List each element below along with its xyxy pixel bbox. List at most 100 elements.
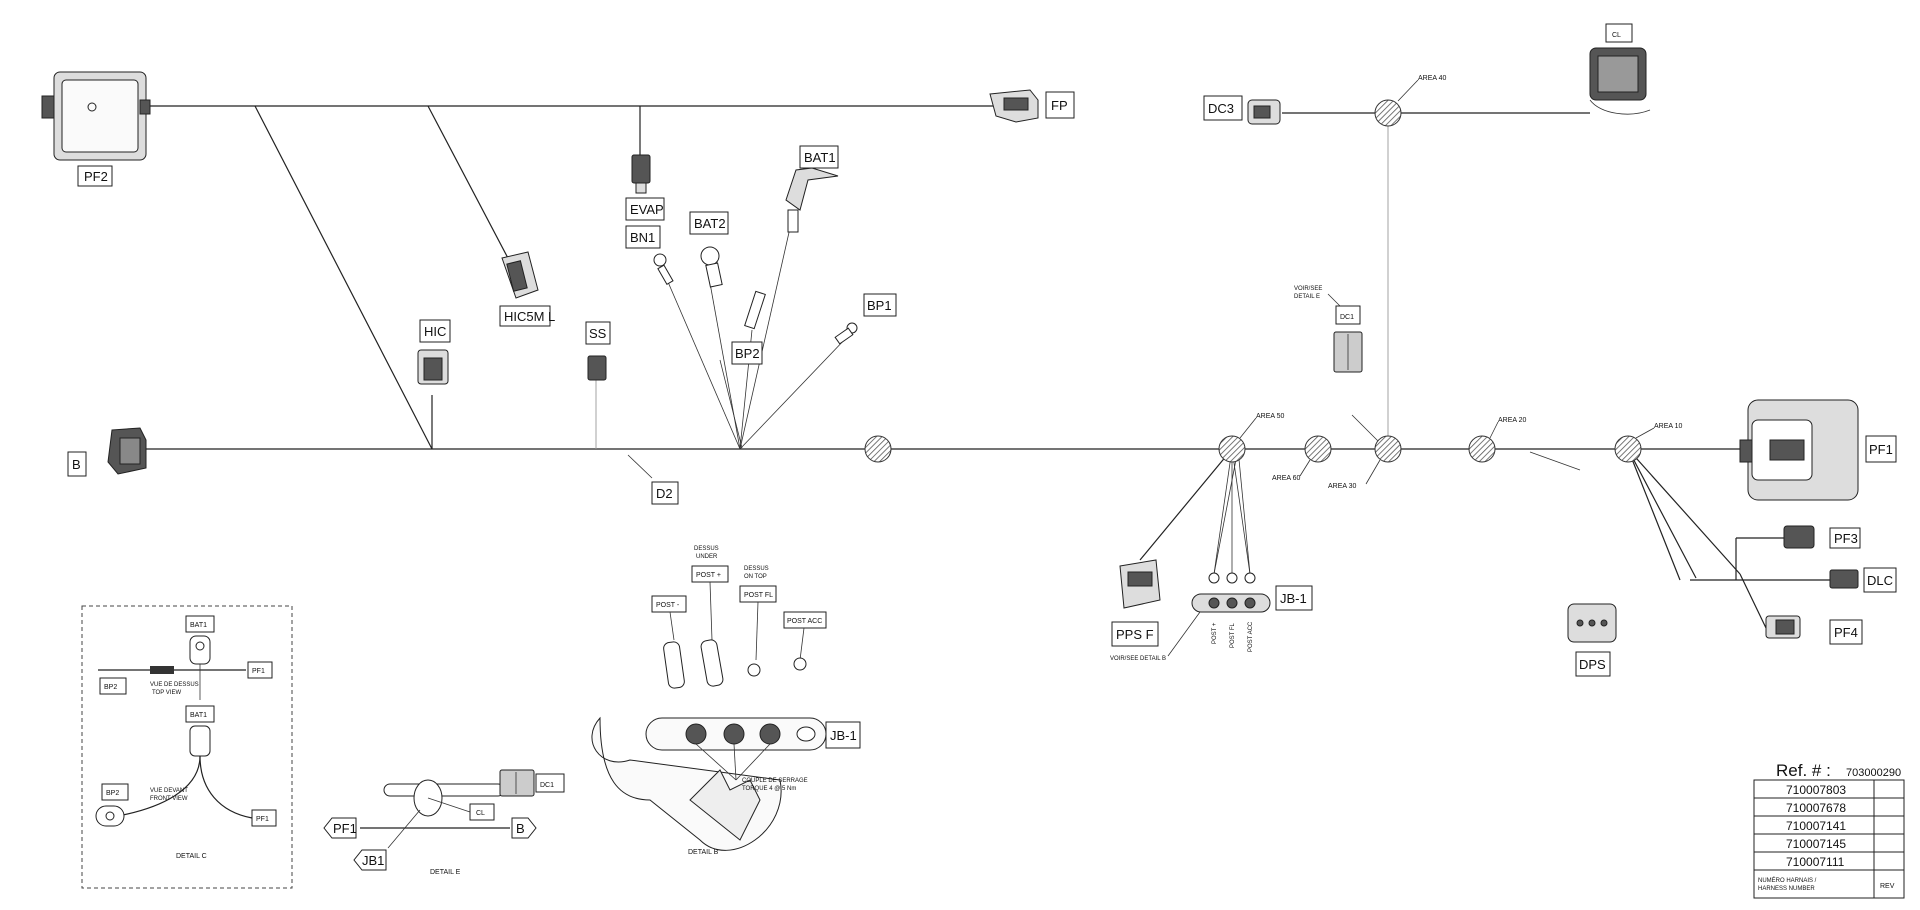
- detail-e-dc1: DC1: [540, 782, 554, 789]
- area-50-spot: [1218, 435, 1246, 463]
- area-10-label: AREA 10: [1654, 423, 1683, 430]
- label-bat2: BAT2: [694, 216, 726, 231]
- ref-row: 710007141: [1786, 819, 1846, 833]
- area-60-label: AREA 60: [1272, 475, 1301, 482]
- label-evap: EVAP: [630, 202, 664, 217]
- ref-label: Ref. # :: [1776, 761, 1831, 780]
- label-fp: FP: [1051, 98, 1068, 113]
- label-d2: D2: [656, 486, 673, 501]
- dps-connector: [1567, 603, 1617, 643]
- label-dps: DPS: [1579, 657, 1606, 672]
- label-bp1: BP1: [867, 298, 892, 313]
- ref-rev: REV: [1880, 883, 1895, 890]
- ref-row: 710007678: [1786, 801, 1846, 815]
- post-plus-note: POST +: [1212, 622, 1218, 644]
- detail-b-under-1: DESSUS: [694, 546, 719, 552]
- area-markers: AREA 40 AREA 50 AREA 60 AREA 30 AREA 20 …: [864, 75, 1683, 490]
- post-acc-note: POST ACC: [1248, 621, 1254, 652]
- dc3-connector: [1247, 99, 1281, 125]
- detail-e-jb1: JB1: [362, 853, 384, 868]
- detail-c-pf1-top: PF1: [252, 668, 265, 675]
- bp1-terminal: [834, 322, 858, 345]
- area-40-spot: [1374, 99, 1402, 127]
- pf2-connector: [41, 71, 151, 161]
- bp2-terminal: [744, 290, 766, 330]
- detail-b-ontop-1: DESSUS: [744, 566, 769, 572]
- detail-c-bp2-front: BP2: [106, 790, 119, 797]
- label-dlc: DLC: [1867, 573, 1893, 588]
- detail-b-under-2: UNDER: [696, 554, 718, 560]
- detail-c-front-view-1: VUE DEVANT: [150, 788, 188, 794]
- label-dc1: DC1: [1340, 314, 1354, 321]
- ref-footer-2: HARNESS NUMBER: [1758, 886, 1815, 892]
- ref-footer-1: NUMÉRO HARNAIS /: [1758, 877, 1817, 884]
- detail-b: DESSUS UNDER DESSUS ON TOP POST + POST -…: [591, 546, 861, 856]
- area-30-label: AREA 30: [1328, 483, 1357, 490]
- post-fl-note: POST FL: [1230, 622, 1236, 648]
- see-detail-b-note: VOIR/SEE DETAIL B: [1110, 656, 1166, 662]
- detail-b-torque-1: COUPLE DE SERRAGE: [742, 778, 808, 784]
- detail-c-front-view-2: FRONT VIEW: [150, 796, 188, 802]
- detail-e-title: DETAIL E: [430, 869, 461, 876]
- label-hic: HIC: [424, 324, 446, 339]
- label-pf1: PF1: [1869, 442, 1893, 457]
- label-bat1: BAT1: [804, 150, 836, 165]
- pf3-connector: [1783, 525, 1815, 549]
- label-pf4: PF4: [1834, 625, 1858, 640]
- detail-c-pf1-front: PF1: [256, 816, 269, 823]
- dlc-connector: [1829, 569, 1859, 589]
- label-ss: SS: [589, 326, 607, 341]
- main-wires: [142, 105, 1830, 629]
- pf1-connector: [1739, 399, 1859, 501]
- area-30-spot: [1374, 435, 1402, 463]
- area-10-spot: [1614, 435, 1642, 463]
- detail-c-top-view-2: TOP VIEW: [152, 690, 181, 696]
- detail-e-pf1: PF1: [333, 821, 357, 836]
- trunk-spot: [864, 435, 892, 463]
- bn1-terminal: [653, 253, 674, 285]
- label-pf2: PF2: [84, 169, 108, 184]
- detail-e: DC1 CL PF1 B JB1 DETAIL E: [323, 769, 565, 876]
- jb1-block: [1191, 572, 1271, 613]
- label-pf3: PF3: [1834, 531, 1858, 546]
- ref-number: 703000290: [1846, 767, 1901, 779]
- detail-c-bat1-top: BAT1: [190, 622, 207, 629]
- detail-b-post-plus: POST +: [696, 572, 721, 579]
- ref-row: 710007111: [1786, 855, 1845, 869]
- fp-connector: [989, 89, 1039, 123]
- detail-c-bp2-top: BP2: [104, 684, 117, 691]
- detail-b-post-fl: POST FL: [744, 592, 773, 599]
- detail-b-ontop-2: ON TOP: [744, 574, 767, 580]
- detail-b-jb1: JB-1: [830, 728, 857, 743]
- detail-b-post-minus: POST -: [656, 602, 680, 609]
- pf4-connector: [1765, 615, 1801, 639]
- label-pps-f: PPS F: [1116, 627, 1154, 642]
- ref-row: 710007145: [1786, 837, 1846, 851]
- label-hic5m: HIC5M L: [504, 309, 555, 324]
- area-60-spot: [1304, 435, 1332, 463]
- area-20-label: AREA 20: [1498, 417, 1527, 424]
- area-40-label: AREA 40: [1418, 75, 1447, 82]
- cl-connector: [1589, 47, 1651, 115]
- see-detail-e-line2: DETAIL E: [1294, 294, 1320, 300]
- label-dc3: DC3: [1208, 101, 1234, 116]
- dc1-connector: [1333, 331, 1363, 373]
- detail-c: BAT1 PF1 BP2 VUE DE DESSUS TOP VIEW BAT1…: [81, 605, 293, 889]
- label-bn1: BN1: [630, 230, 655, 245]
- connector-labels: PF2 FP B HIC HIC5M L EVAP BAT1 BN1 BAT2 …: [67, 23, 1897, 677]
- detail-c-title: DETAIL C: [176, 853, 207, 860]
- area-50-label: AREA 50: [1256, 413, 1285, 420]
- reference-table: Ref. # : 703000290 710007803 710007678 7…: [1753, 761, 1905, 899]
- ss-connector: [587, 355, 607, 381]
- detail-e-b: B: [516, 821, 525, 836]
- detail-c-bat1-front: BAT1: [190, 712, 207, 719]
- label-b: B: [72, 457, 81, 472]
- detail-b-torque-2: TORQUE 4 @ 5 Nm: [742, 786, 796, 792]
- bat1-terminal: [785, 167, 839, 233]
- detail-b-title: DETAIL B: [688, 849, 719, 856]
- evap-connector: [631, 154, 651, 194]
- detail-e-cl: CL: [476, 810, 485, 817]
- label-bp2: BP2: [735, 346, 760, 361]
- area-20-spot: [1468, 435, 1496, 463]
